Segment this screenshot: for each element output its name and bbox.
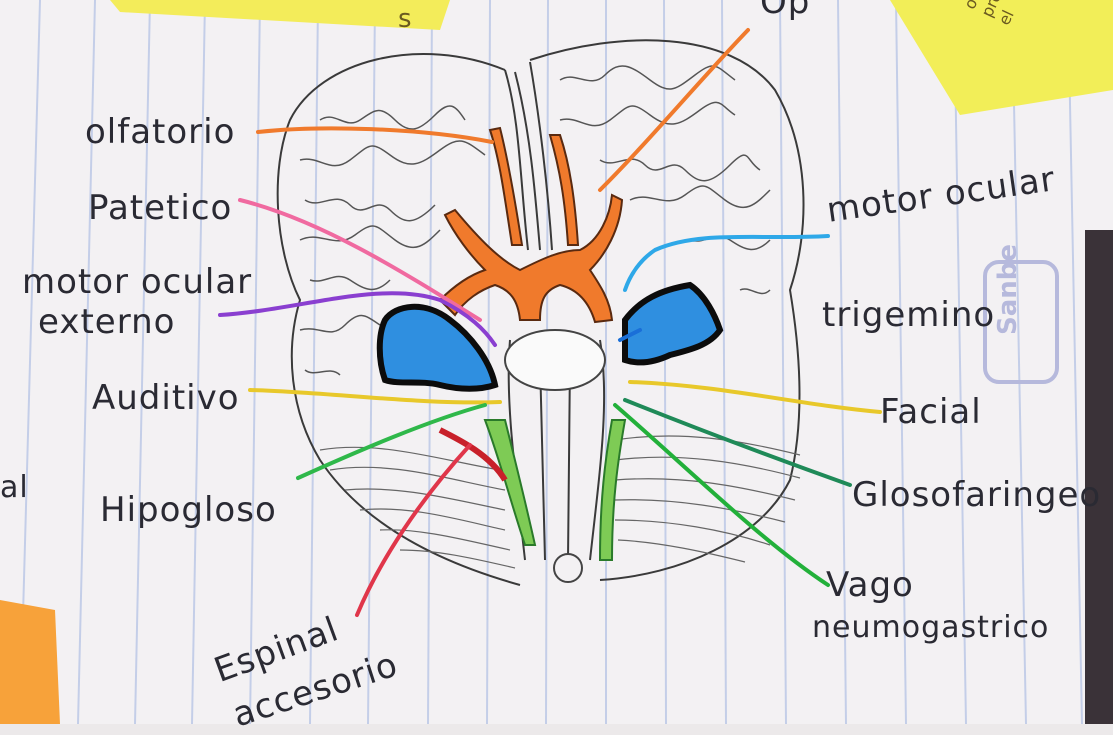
sticky-note-bottom-left	[0, 600, 60, 724]
label-vago-line2: neumogastrico	[812, 610, 1049, 645]
medulla-end	[554, 554, 582, 582]
label-auditivo: Auditivo	[92, 378, 240, 418]
pons	[505, 330, 605, 390]
sticky-note-top-left-text: s	[398, 4, 412, 34]
label-glosofaringeo: Glosofaringeo	[852, 475, 1101, 515]
label-motor-ocular-externo-line2: externo	[38, 302, 175, 342]
label-patetico: Patetico	[88, 188, 232, 228]
label-hipogloso: Hipogloso	[100, 490, 277, 530]
sanbe-stamp-text: Sanbe	[993, 244, 1023, 335]
left-margin-text: al	[0, 470, 29, 505]
label-vago-line1: Vago	[826, 565, 914, 605]
label-olfatorio: olfatorio	[85, 112, 235, 152]
label-motor-ocular-externo-line1: motor ocular	[22, 262, 252, 302]
label-optico-partial: Op	[760, 0, 810, 22]
label-trigemino: trigemino	[822, 295, 995, 335]
label-facial: Facial	[880, 392, 982, 432]
